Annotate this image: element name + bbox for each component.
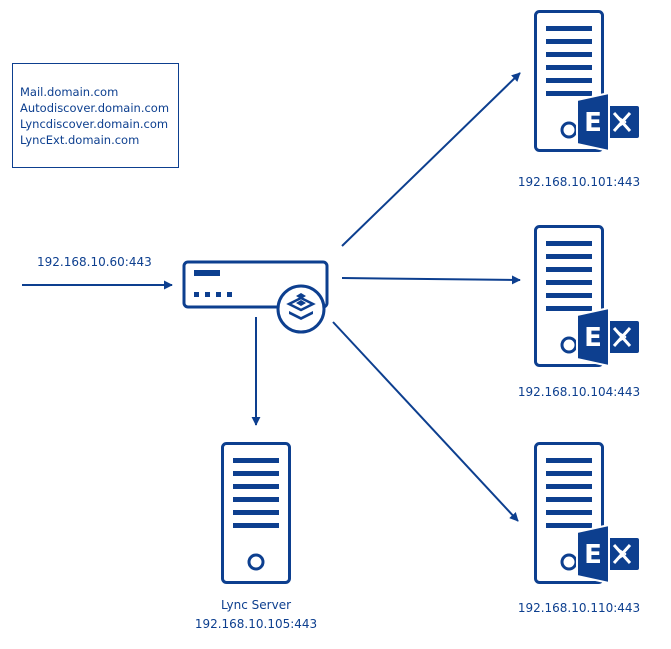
hostname-lyncdiscover: Lyncdiscover.domain.com: [20, 117, 169, 131]
hostname-autodiscover: Autodiscover.domain.com: [20, 101, 170, 115]
exchange-server-icon: [575, 91, 641, 153]
server-icon: [221, 442, 291, 584]
arrow-to-exchange-2: [341, 275, 521, 285]
exchange-server-2: [534, 225, 641, 368]
exchange-server-icon: [575, 306, 641, 368]
arrow-to-exchange-3: [332, 321, 519, 522]
exchange-server-2-address: 192.168.10.104:443: [517, 385, 641, 399]
exchange-server-icon: [575, 523, 641, 585]
incoming-address-label: 192.168.10.60:443: [37, 255, 152, 269]
load-balancer-icon: [276, 284, 326, 334]
exchange-server-1-address: 192.168.10.101:443: [517, 175, 641, 189]
arrow-to-exchange-1: [341, 72, 521, 247]
lync-server: [221, 442, 291, 584]
hostname-lyncext: LyncExt.domain.com: [20, 133, 140, 147]
hostname-list-box: Mail.domain.com Autodiscover.domain.com …: [12, 63, 179, 168]
lync-server-name: Lync Server: [220, 598, 292, 612]
exchange-server-1: [534, 10, 641, 153]
lync-server-address: 192.168.10.105:443: [194, 617, 318, 631]
load-balancer: [182, 260, 329, 334]
exchange-server-3: [534, 442, 641, 585]
exchange-server-3-address: 192.168.10.110:443: [517, 601, 641, 615]
hostname-mail: Mail.domain.com: [20, 85, 119, 99]
